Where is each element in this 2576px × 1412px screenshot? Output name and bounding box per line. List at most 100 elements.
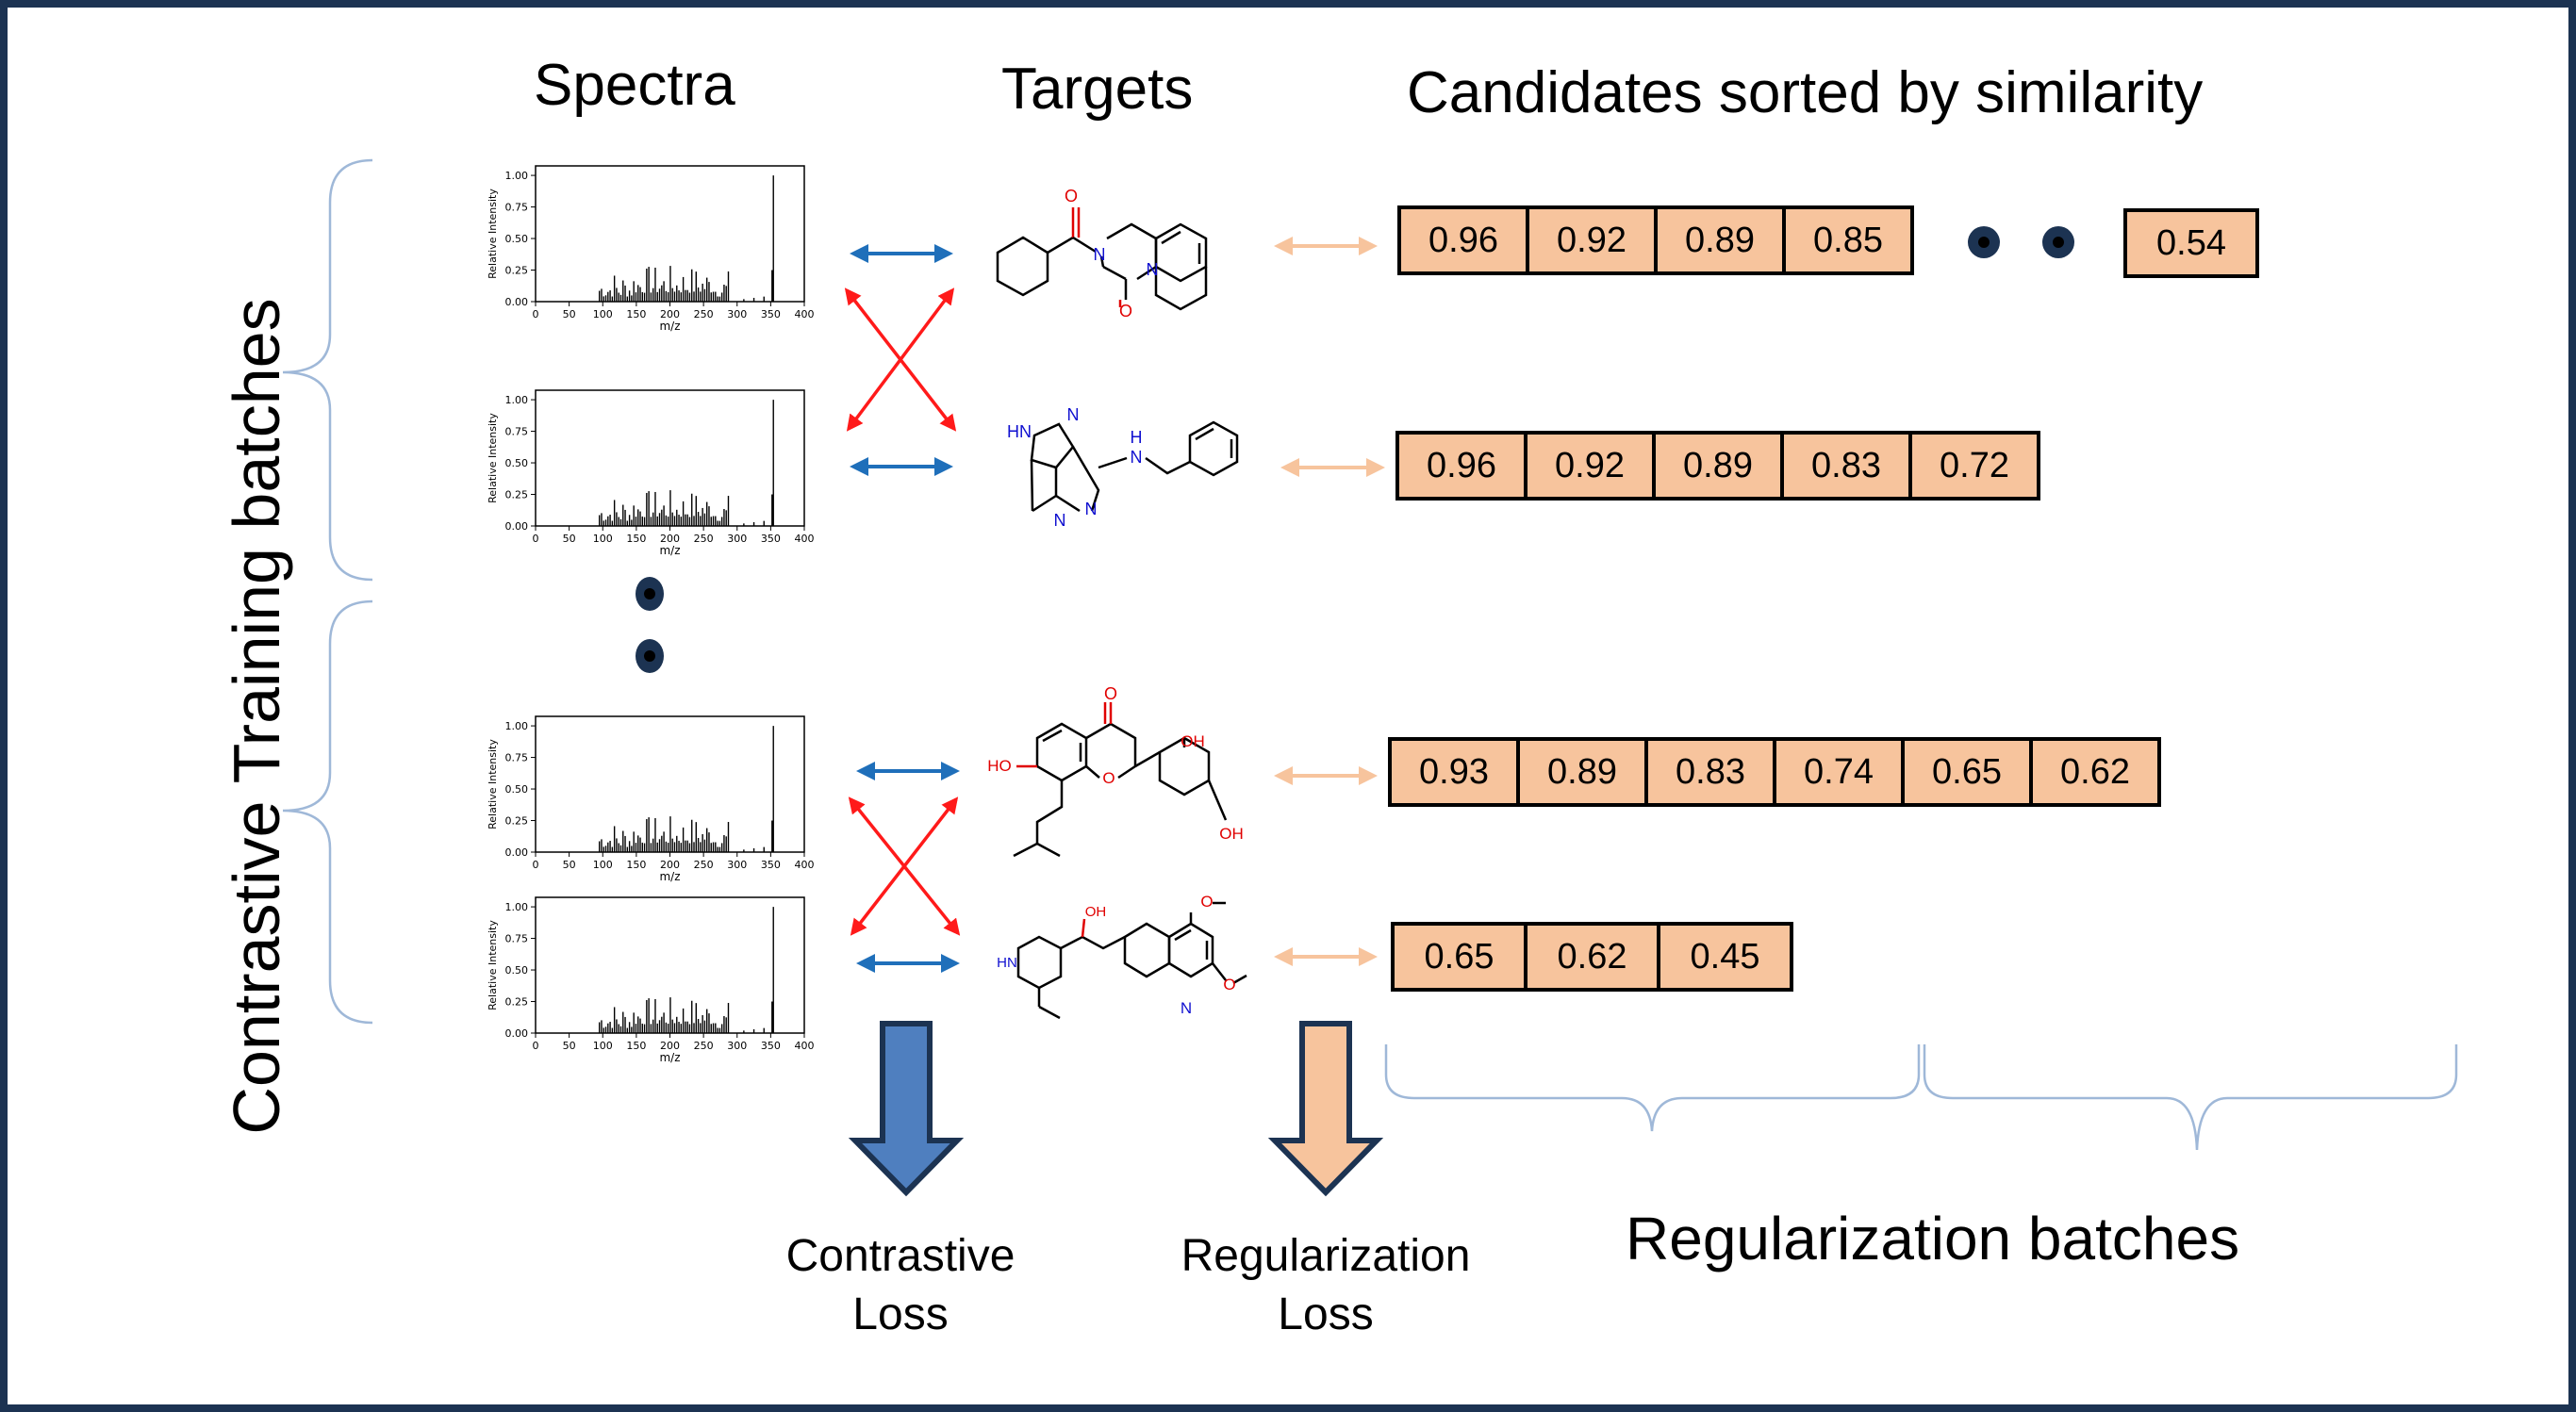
spectrum-xtick-label: 400	[795, 533, 815, 545]
similarity-cell: 0.96	[1395, 431, 1527, 501]
candidate-row-3: 0.93 0.89 0.83 0.74 0.65 0.62	[1388, 737, 2161, 807]
spectrum-xtick-label: 0	[533, 1040, 539, 1052]
similarity-cell: 0.62	[2029, 737, 2161, 807]
regularization-loss-label: Regularization Loss	[1181, 1227, 1471, 1344]
similarity-cell: 0.83	[1644, 737, 1776, 807]
spectrum-ytick-label: 0.00	[505, 520, 529, 533]
spectrum-xtick-label: 250	[694, 533, 714, 545]
spectrum-xtick-label: 300	[727, 533, 747, 545]
spectrum-xlabel: m/z	[659, 320, 680, 333]
target-molecule-3	[1013, 702, 1228, 858]
candidate-row-1-last: 0.54	[2123, 208, 2259, 278]
spectrum-xtick-label: 350	[761, 308, 781, 320]
spectrum-xtick-label: 250	[694, 859, 714, 871]
spectrum-ylabel: Relative Intensity	[487, 920, 499, 1010]
spectrum-xtick-label: 150	[626, 533, 646, 545]
similarity-cell: 0.92	[1526, 205, 1658, 275]
spectrum-xtick-label: 0	[533, 859, 539, 871]
spectrum-xtick-label: 100	[593, 859, 613, 871]
spectrum-ytick-label: 1.00	[505, 394, 529, 406]
mol4-atom-oh: OH	[1085, 904, 1107, 920]
header-spectra: Spectra	[534, 53, 735, 118]
spectrum-ytick-label: 0.25	[505, 265, 529, 277]
contrastive-loss-line2: Loss	[852, 1289, 949, 1339]
spectrum-xtick-label: 300	[727, 859, 747, 871]
regularization-batch-brace-2	[1923, 1044, 2458, 1151]
regularization-batch-brace-1	[1384, 1044, 1921, 1132]
mol3-atom-o: O	[1104, 684, 1117, 703]
mol4-atom-hn: HN	[997, 955, 1017, 971]
similarity-cell: 0.92	[1524, 431, 1656, 501]
mol2-atom-n: N	[1131, 448, 1143, 467]
spectrum-xtick-label: 100	[593, 308, 613, 320]
spectrum-xlabel: m/z	[659, 1051, 680, 1064]
similarity-cell: 0.89	[1652, 431, 1784, 501]
spectrum-xtick-label: 400	[795, 859, 815, 871]
similarity-cell: 0.62	[1524, 922, 1660, 992]
similarity-cell: 0.89	[1654, 205, 1786, 275]
contrastive-batch-brace-1	[282, 158, 373, 582]
mol1-atom-n: N	[1147, 260, 1159, 279]
similarity-cell: 0.93	[1388, 737, 1520, 807]
spectrum-ytick-label: 0.75	[505, 426, 529, 438]
header-candidates: Candidates sorted by similarity	[1407, 60, 2204, 125]
spectrum-ytick-label: 0.00	[505, 296, 529, 308]
spectrum-ytick-label: 0.00	[505, 1027, 529, 1040]
mol1-atom-o: O	[1119, 302, 1132, 320]
spectrum-plots: 0.00 0.25 0.50 0.75 1.00 0 50 100 150 200 250 300 35…	[487, 165, 815, 1064]
regularization-batches-label: Regularization batches	[1626, 1205, 2240, 1272]
regularization-loss-line2: Loss	[1278, 1289, 1374, 1339]
contrastive-loss-label: Contrastive Loss	[786, 1227, 1016, 1344]
similarity-cell: 0.54	[2123, 208, 2259, 278]
header-targets: Targets	[1001, 57, 1194, 122]
target-molecule-1	[996, 207, 1208, 311]
spectrum-ylabel: Relative Intensity	[487, 189, 499, 279]
mol4-atom-n: N	[1181, 999, 1192, 1017]
spectrum-xtick-label: 200	[660, 1040, 680, 1052]
mol1-atom-o: O	[1065, 187, 1078, 205]
spectrum-ytick-label: 0.50	[505, 964, 529, 977]
negative-pair-arrow	[850, 796, 959, 936]
candidate-row-1: 0.96 0.92 0.89 0.85	[1397, 205, 1914, 275]
spectrum-xtick-label: 400	[795, 308, 815, 320]
similarity-cell: 0.45	[1657, 922, 1793, 992]
similarity-cell: 0.65	[1901, 737, 2033, 807]
ellipsis-dot	[1978, 237, 1990, 248]
similarity-cell: 0.83	[1780, 431, 1912, 501]
candidate-row-4: 0.65 0.62 0.45	[1391, 922, 1793, 992]
mol3-atom-oh: OH	[1181, 732, 1205, 750]
contrastive-loss-arrow	[848, 1021, 965, 1197]
mol2-atom-n: N	[1067, 405, 1080, 424]
mol3-atom-oh: OH	[1219, 825, 1244, 843]
spectrum-ytick-label: 0.00	[505, 846, 529, 859]
spectrum-xtick-label: 0	[533, 533, 539, 545]
spectrum-ytick-label: 1.00	[505, 170, 529, 182]
spectrum-ytick-label: 0.50	[505, 783, 529, 796]
similarity-cell: 0.65	[1391, 922, 1527, 992]
spectrum-xtick-label: 350	[761, 1040, 781, 1052]
regularization-loss-line1: Regularization	[1181, 1231, 1471, 1281]
spectrum-ytick-label: 0.75	[505, 933, 529, 945]
spectrum-ytick-label: 0.50	[505, 457, 529, 469]
spectrum-ytick-label: 1.00	[505, 901, 529, 913]
spectrum-xtick-label: 300	[727, 1040, 747, 1052]
similarity-cell: 0.74	[1773, 737, 1905, 807]
spectrum-xtick-label: 200	[660, 533, 680, 545]
spectrum-xtick-label: 100	[593, 1040, 613, 1052]
spectrum-xtick-label: 50	[563, 308, 576, 320]
ellipsis-dot	[2053, 237, 2064, 248]
mol3-atom-o: O	[1102, 769, 1115, 787]
spectrum-ytick-label: 0.25	[505, 815, 529, 828]
spectrum-xtick-label: 50	[563, 859, 576, 871]
spectrum-ytick-label: 0.50	[505, 233, 529, 245]
mol3-atom-ho: HO	[987, 757, 1012, 775]
spectrum-xtick-label: 50	[563, 533, 576, 545]
spectrum-xtick-label: 250	[694, 308, 714, 320]
spectrum-xtick-label: 150	[626, 859, 646, 871]
